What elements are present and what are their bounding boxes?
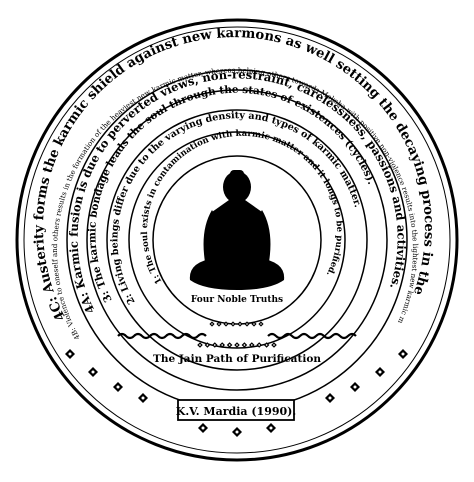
diamond-ornament-icon-center — [225, 323, 227, 325]
diamond-ornament-row — [65, 349, 408, 437]
ring-boundary-2 — [106, 109, 368, 371]
diamond-ornament-icon-center — [199, 344, 201, 346]
outer-inner-circle — [23, 26, 451, 454]
diamond-ornament-icon-center — [228, 344, 231, 346]
diamond-ornament-icon-center — [265, 344, 268, 346]
wavy-line-left — [117, 332, 207, 340]
diamond-ornament-icon-center — [246, 323, 248, 325]
credit-text: K.V. Mardia (1990). — [176, 405, 296, 418]
diamond-ornament-icon-center — [273, 344, 275, 346]
diamond-ornament-icon-center — [250, 344, 253, 346]
diamond-ornament-icon-center — [239, 323, 241, 325]
diamond-ornament-icon-center — [206, 344, 209, 346]
center-label: Four Noble Truths — [191, 295, 283, 305]
diamond-ornament-icon-center — [269, 426, 273, 430]
diamond-ornament-icon-center — [328, 396, 332, 400]
ornament-row-mid — [197, 342, 277, 348]
diamond-ornament-icon-center — [232, 323, 234, 325]
diamond-ornament-icon-center — [253, 323, 255, 325]
seated-jina-silhouette-icon — [189, 170, 285, 290]
ornament-row-small — [209, 321, 264, 327]
diamond-ornament-icon-center — [68, 352, 72, 356]
diamond-ornament-icon-center — [378, 370, 382, 374]
wavy-line-right — [267, 332, 357, 340]
center-circle — [152, 155, 322, 325]
diamond-ornament-icon-center — [211, 323, 213, 325]
credit-box — [177, 399, 295, 421]
diamond-ornament-icon-center — [353, 385, 357, 389]
diamond-ornament-icon-center — [401, 352, 405, 356]
diamond-ornament-icon-center — [213, 344, 216, 346]
diamond-ornament-icon-center — [235, 430, 239, 434]
diamond-ornament-icon-center — [201, 426, 205, 430]
diamond-ornament-icon-center — [141, 396, 145, 400]
diamond-ornament-icon-center — [236, 344, 238, 346]
diamond-ornament-icon-center — [260, 323, 262, 325]
path-label: The Jain Path of Purification — [153, 353, 321, 365]
ring-boundary-3 — [86, 89, 388, 391]
diamond-ornament-icon-center — [258, 344, 261, 346]
diamond-ornament-icon-center — [221, 344, 224, 346]
diamond-ornament-icon-center — [243, 344, 246, 346]
diamond-ornament-icon-center — [116, 385, 120, 389]
ring-boundary-1 — [128, 131, 346, 349]
diamond-ornament-icon-center — [91, 370, 95, 374]
diamond-ornament-icon-center — [218, 323, 220, 325]
